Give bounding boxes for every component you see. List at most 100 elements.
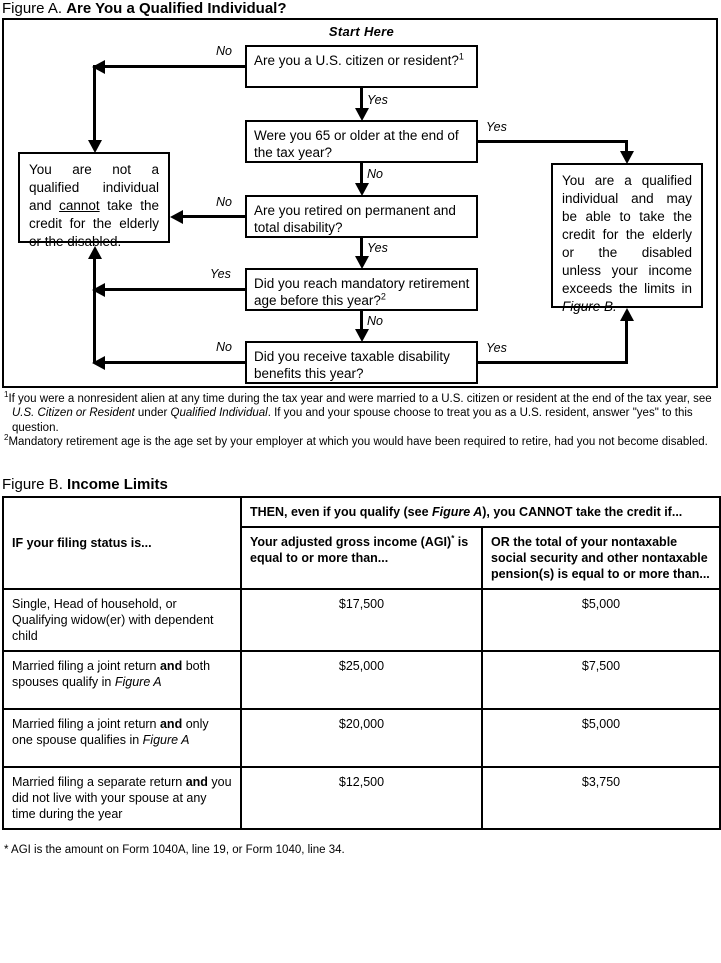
row-1-status: Married filing a joint return and both s…: [2, 650, 242, 710]
footnote-2-text: Mandatory retirement age is the age set …: [8, 435, 708, 448]
row-2-nontaxable: $5,000: [480, 708, 721, 768]
table-header-agi-a: Your adjusted gross income (AGI): [250, 535, 452, 549]
row-3-status-bold: and: [185, 775, 208, 789]
footnote-ref-1: 1: [458, 51, 464, 62]
row-2-status: Married filing a joint return and only o…: [2, 708, 242, 768]
edge-label-taxable-yes: Yes: [486, 341, 507, 355]
flow-box-not-qualified: You are not a qualified individual and c…: [18, 152, 170, 249]
income-limits-table: IF your filing status is... THEN, even i…: [2, 496, 721, 830]
table-header-agi-b: is equal to or more than...: [250, 535, 469, 565]
row-0-status: Single, Head of household, or Qualifying…: [2, 588, 242, 652]
connector-mandatory-yes-horizontal: [95, 288, 247, 291]
table-row: Married filing a joint return and only o…: [2, 708, 721, 768]
connector-taxable-no-horizontal: [95, 361, 247, 364]
table-row: Single, Head of household, or Qualifying…: [2, 588, 721, 652]
not-qualified-cannot: cannot: [59, 198, 100, 213]
arrowhead-retired-yes: [354, 256, 369, 269]
qualified-text: You are a qualified individual and may b…: [562, 173, 692, 296]
flow-box-retired: Are you retired on permanent and total d…: [245, 195, 478, 238]
connector-taxable-yes-horizontal: [478, 361, 628, 364]
table-header-row-then: IF your filing status is... THEN, even i…: [2, 496, 721, 590]
connector-retired-yes-vertical: [360, 238, 363, 256]
table-header-agi: Your adjusted gross income (AGI)* is equ…: [240, 526, 483, 590]
table-header-filing-status-text: IF your filing status is...: [12, 536, 152, 550]
row-3-nontaxable: $3,750: [480, 766, 721, 830]
row-0-nontaxable: $5,000: [480, 588, 721, 652]
footnote-1-text-c: . If you and your spouse choose to treat…: [12, 407, 693, 434]
figure-a-title: Figure A. Are You a Qualified Individual…: [2, 0, 287, 17]
row-1-nontaxable: $7,500: [480, 650, 721, 710]
edge-label-age65-no: No: [367, 167, 383, 181]
figure-a-footnote-1: 1If you were a nonresident alien at any …: [4, 390, 718, 435]
figure-b-title-name: Income Limits: [67, 476, 168, 493]
flow-box-mandatory-retirement-text: Did you reach mandatory retirement age b…: [254, 276, 470, 308]
figure-a-footnote-2: 2Mandatory retirement age is the age set…: [4, 434, 718, 449]
flow-box-taxable-benefits: Did you receive taxable disability benef…: [245, 341, 478, 384]
connector-age65-yes-vertical: [625, 140, 628, 154]
connector-taxable-yes-vertical: [625, 320, 628, 364]
arrowhead-citizen-yes: [354, 108, 369, 121]
figure-a-footnotes: 1If you were a nonresident alien at any …: [4, 390, 718, 449]
footnote-ref-2: 2: [380, 291, 386, 302]
edge-label-taxable-no: No: [216, 340, 232, 354]
row-2-status-post: only one spouse qualifies in: [12, 717, 209, 747]
row-1-status-italic: Figure A: [114, 675, 162, 689]
arrowhead-taxable-no: [92, 355, 105, 370]
flow-box-age65: Were you 65 or older at the end of the t…: [245, 120, 478, 163]
flow-box-citizen-text: Are you a U.S. citizen or resident?: [254, 53, 459, 68]
figure-a-title-name: Are You a Qualified Individual?: [66, 0, 287, 17]
figure-b-title: Figure B. Income Limits: [2, 476, 168, 493]
figure-b-footnote: * AGI is the amount on Form 1040A, line …: [4, 844, 345, 856]
row-3-status: Married filing a separate return and you…: [2, 766, 242, 830]
connector-citizen-yes-vertical: [360, 88, 363, 110]
table-header-nontaxable: OR the total of your nontaxable social s…: [480, 526, 721, 590]
edge-label-retired-yes: Yes: [367, 241, 388, 255]
edge-label-age65-yes: Yes: [486, 120, 507, 134]
footnote-1-text-b: under: [134, 407, 171, 420]
table-header-nontaxable-text: OR the total of your nontaxable social s…: [491, 535, 710, 581]
edge-label-mandatory-yes: Yes: [210, 267, 231, 281]
row-3-status-pre: Married filing a separate return: [12, 775, 186, 789]
footnote-1-italic-1: U.S. Citizen or Resident: [12, 407, 135, 420]
edge-label-citizen-no: No: [216, 44, 232, 58]
row-0-agi: $17,500: [240, 588, 483, 652]
row-1-status-post: both spouses qualify in: [12, 659, 211, 689]
connector-age65-yes-horizontal: [478, 140, 628, 143]
row-2-agi: $20,000: [240, 708, 483, 768]
flow-box-retired-text: Are you retired on permanent and total d…: [254, 203, 456, 235]
footnote-1-italic-2: Qualified Individual: [170, 407, 268, 420]
table-header-then-a: THEN, even if you qualify (see: [250, 505, 432, 519]
arrowhead-into-qualified-bottom: [619, 308, 634, 321]
figure-a-title-label: Figure A.: [2, 0, 63, 17]
agi-footnote-marker: *: [451, 533, 455, 543]
not-qualified-text-part1: You are not a qualified individual and: [29, 162, 159, 213]
arrowhead-into-not-qualified-right: [170, 209, 183, 224]
figure-b-title-label: Figure B.: [2, 476, 63, 493]
table-header-row-columns: Your adjusted gross income (AGI)* is equ…: [3, 526, 721, 590]
flow-box-citizen: Are you a U.S. citizen or resident?1: [245, 45, 478, 88]
table-header-then-figure-a-ref: Figure A: [432, 505, 483, 519]
arrowhead-mandatory-no: [354, 329, 369, 342]
edge-label-mandatory-no: No: [367, 314, 383, 328]
edge-label-citizen-yes: Yes: [367, 93, 388, 107]
arrowhead-age65-no: [354, 183, 369, 196]
row-2-status-italic: Figure A: [142, 733, 190, 747]
arrowhead-into-not-qualified-top: [87, 140, 102, 153]
table-header-filing-status: IF your filing status is...: [2, 496, 242, 590]
connector-mandatory-no-vertical: [360, 311, 363, 329]
footnote-1-marker: 1: [4, 390, 9, 400]
table-header-then-clause: THEN, even if you qualify (see Figure A)…: [239, 496, 721, 528]
edge-label-retired-no: No: [216, 195, 232, 209]
row-3-status-post: you did not live with your spouse at any…: [12, 775, 232, 821]
connector-retired-no-horizontal: [183, 215, 247, 218]
table-header-then-b: ), you CANNOT take the credit if...: [482, 505, 683, 519]
not-qualified-text-part2: take the credit for the elderly or the d…: [29, 198, 159, 249]
flow-box-age65-text: Were you 65 or older at the end of the t…: [254, 128, 459, 160]
flow-box-qualified: You are a qualified individual and may b…: [551, 163, 703, 314]
row-2-status-pre: Married filing a joint return: [12, 717, 160, 731]
row-1-status-bold: and: [159, 659, 183, 673]
arrowhead-mandatory-yes: [92, 282, 105, 297]
footnote-1-text-a: If you were a nonresident alien at any t…: [8, 393, 712, 405]
row-2-status-bold: and: [159, 717, 183, 731]
row-0-status-plain: Single, Head of household, or Qualifying…: [12, 597, 214, 643]
